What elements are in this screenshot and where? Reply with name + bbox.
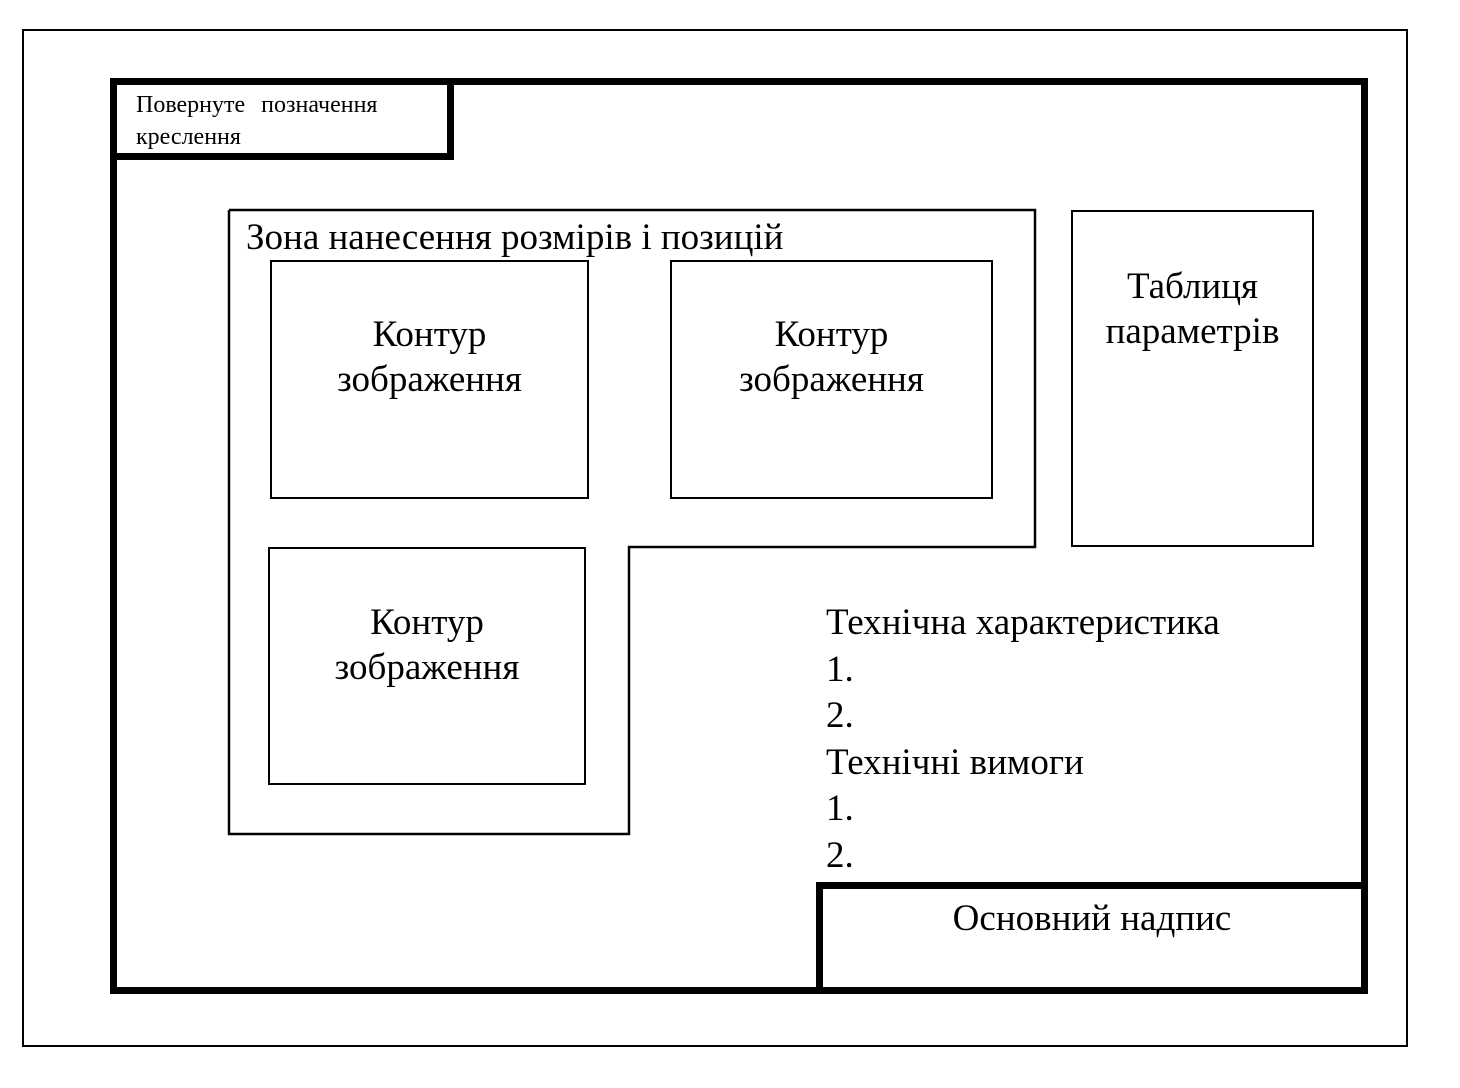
parameter-table-box: [1071, 210, 1314, 547]
parameter-table-line2: параметрів: [1105, 311, 1280, 353]
image-outline-box-1: [270, 260, 589, 499]
technical-characteristics-item-2: 2.: [826, 695, 854, 736]
parameter-table-line1: Таблиця: [1126, 266, 1259, 307]
rotated-designation-line2: креслення: [136, 124, 241, 150]
sheet-border: [22, 29, 1408, 1047]
technical-requirements-item-2: 2.: [826, 834, 854, 876]
image-outline-label-1-line2: зображення: [337, 359, 522, 401]
image-outline-label-2-line1: Контур: [774, 314, 889, 355]
technical-characteristics-title: Технічна характеристика: [826, 602, 1220, 643]
image-outline-label-3-line1: Контур: [370, 602, 484, 643]
image-outline-box-3: [268, 547, 586, 785]
image-outline-label-2: Контур зображення: [670, 312, 993, 402]
image-outline-label-2-line2: зображення: [739, 359, 924, 401]
image-outline-box-2: [670, 260, 993, 499]
title-block-box: [816, 882, 1361, 994]
title-block-label: Основний надпис: [952, 898, 1232, 939]
image-outline-label-3-line2: зображення: [334, 647, 520, 689]
drawing-frame: [110, 78, 1368, 994]
parameter-table-label: Таблиця параметрів: [1071, 264, 1314, 354]
rotated-designation-line1: Повернуте позначення: [136, 92, 378, 118]
rotated-designation-box: [116, 84, 454, 160]
technical-characteristics-item-1: 1.: [826, 648, 854, 690]
image-outline-label-1: Контур зображення: [270, 312, 589, 402]
image-outline-label-3: Контур зображення: [268, 600, 586, 690]
dimension-zone-title: Зона нанесення розмірів і позицій: [246, 217, 784, 258]
technical-requirements-item-1: 1.: [826, 788, 854, 829]
technical-notes: Технічна характеристика 1. 2. Технічні в…: [826, 600, 1220, 879]
technical-requirements-title: Технічні вимоги: [826, 741, 1084, 783]
image-outline-label-1-line1: Контур: [372, 314, 487, 355]
